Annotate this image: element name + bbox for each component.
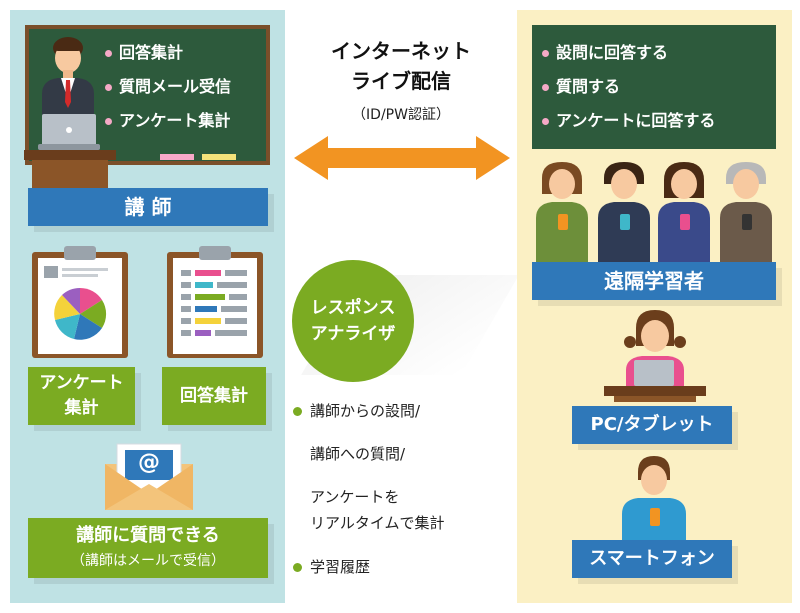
learner-chalkboard	[532, 25, 776, 149]
double-arrow-icon	[294, 136, 510, 180]
response-analyzer-line1: レスポンス	[310, 298, 396, 318]
ask-instructor-title: 講師に質問できる	[76, 525, 220, 546]
auth-label: （ID/PW認証）	[352, 107, 450, 123]
ask-instructor-box: 講師に質問できる （講師はメールで受信）	[28, 518, 268, 578]
feature-item: 学習履歴	[310, 558, 371, 576]
learner-board-list: 設問に回答する 質問する アンケートに回答する	[540, 36, 715, 138]
clipboard-list-icon	[167, 246, 263, 358]
learner-board-item: 設問に回答する	[540, 36, 715, 70]
mail-at-symbol: @	[138, 450, 160, 475]
feature-item: リアルタイムで集計	[310, 514, 445, 532]
live-streaming-title: インターネット ライブ配信	[290, 36, 512, 96]
clipboard-pie-chart-icon	[32, 246, 128, 358]
instructor-banner: 講 師	[28, 188, 268, 226]
pc-tablet-banner: PC/タブレット	[572, 406, 732, 444]
live-streaming-title-line1: インターネット	[331, 39, 471, 63]
laptop-icon	[38, 114, 100, 150]
response-analyzer-badge: レスポンス アナライザ	[292, 260, 414, 382]
ask-instructor-note: （講師はメールで受信）	[71, 553, 225, 569]
feature-bullet	[293, 407, 302, 416]
live-streaming-title-line2: ライブ配信	[351, 69, 451, 93]
smartphone-banner: スマートフォン	[572, 540, 732, 578]
feature-item: 講師からの設問/	[310, 402, 421, 420]
desk-student-icon	[604, 310, 706, 402]
response-analyzer-line2: アナライザ	[310, 324, 396, 344]
email-envelope-icon	[105, 443, 193, 510]
answer-aggregation-box: 回答集計	[162, 367, 266, 425]
feature-bullet	[293, 563, 302, 572]
podium-icon	[24, 150, 116, 188]
chalk-pieces	[160, 154, 260, 162]
learner-board-item: アンケートに回答する	[540, 104, 715, 138]
instructor-board-item: 質問メール受信	[103, 70, 231, 104]
feature-item: アンケートを	[310, 488, 400, 506]
feature-item: 講師への質問/	[310, 445, 406, 463]
survey-aggregation-line1: アンケート	[39, 373, 124, 393]
smartphone-student-icon	[622, 456, 686, 544]
learner-board-item: 質問する	[540, 70, 715, 104]
students-icon	[536, 162, 772, 262]
instructor-board-item: アンケート集計	[103, 104, 231, 138]
instructor-board-item: 回答集計	[103, 36, 231, 70]
survey-aggregation-box: アンケート 集計	[28, 367, 135, 425]
remote-learner-banner: 遠隔学習者	[532, 262, 776, 300]
instructor-board-list: 回答集計 質問メール受信 アンケート集計	[103, 36, 231, 138]
survey-aggregation-line2: 集計	[64, 398, 99, 418]
